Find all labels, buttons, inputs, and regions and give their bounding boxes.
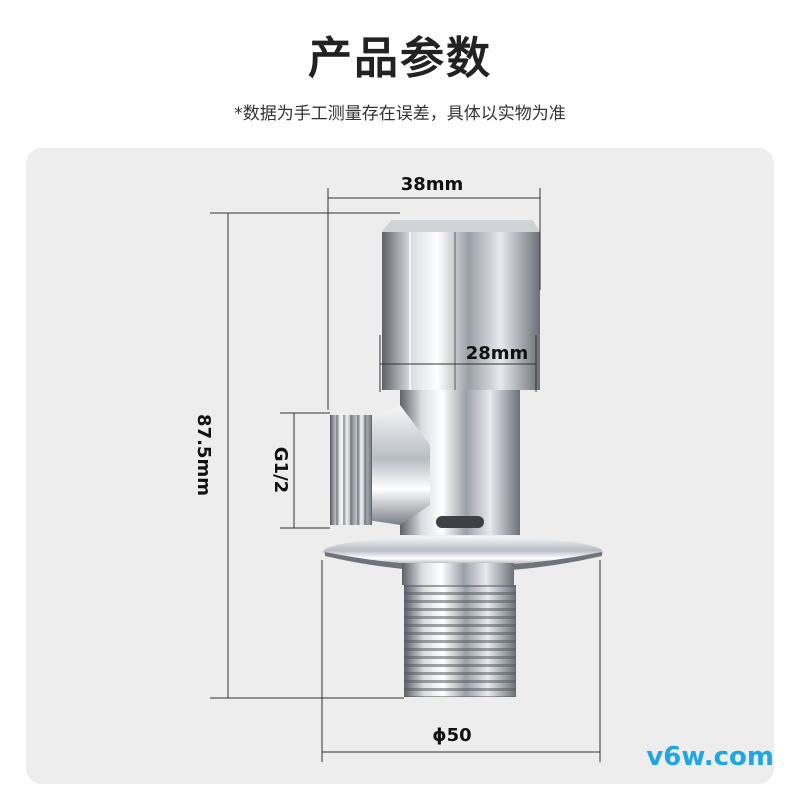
page-title: 产品参数 bbox=[308, 33, 492, 84]
height-label: 87.5mm bbox=[193, 414, 214, 496]
flange-diameter-label: ϕ50 bbox=[432, 725, 471, 746]
angle-valve bbox=[323, 220, 603, 697]
stem-width-label: 28mm bbox=[466, 343, 529, 364]
side-branch bbox=[368, 405, 430, 525]
hex-handle bbox=[382, 220, 540, 390]
thread-label: G1/2 bbox=[270, 447, 291, 493]
measurement-note: *数据为手工测量存在误差，具体以实物为准 bbox=[234, 104, 566, 124]
watermark-text: v6w.com bbox=[646, 742, 774, 772]
top-width-label: 38mm bbox=[401, 174, 464, 195]
flange-plate bbox=[323, 536, 603, 568]
dimension-lines bbox=[210, 188, 601, 762]
